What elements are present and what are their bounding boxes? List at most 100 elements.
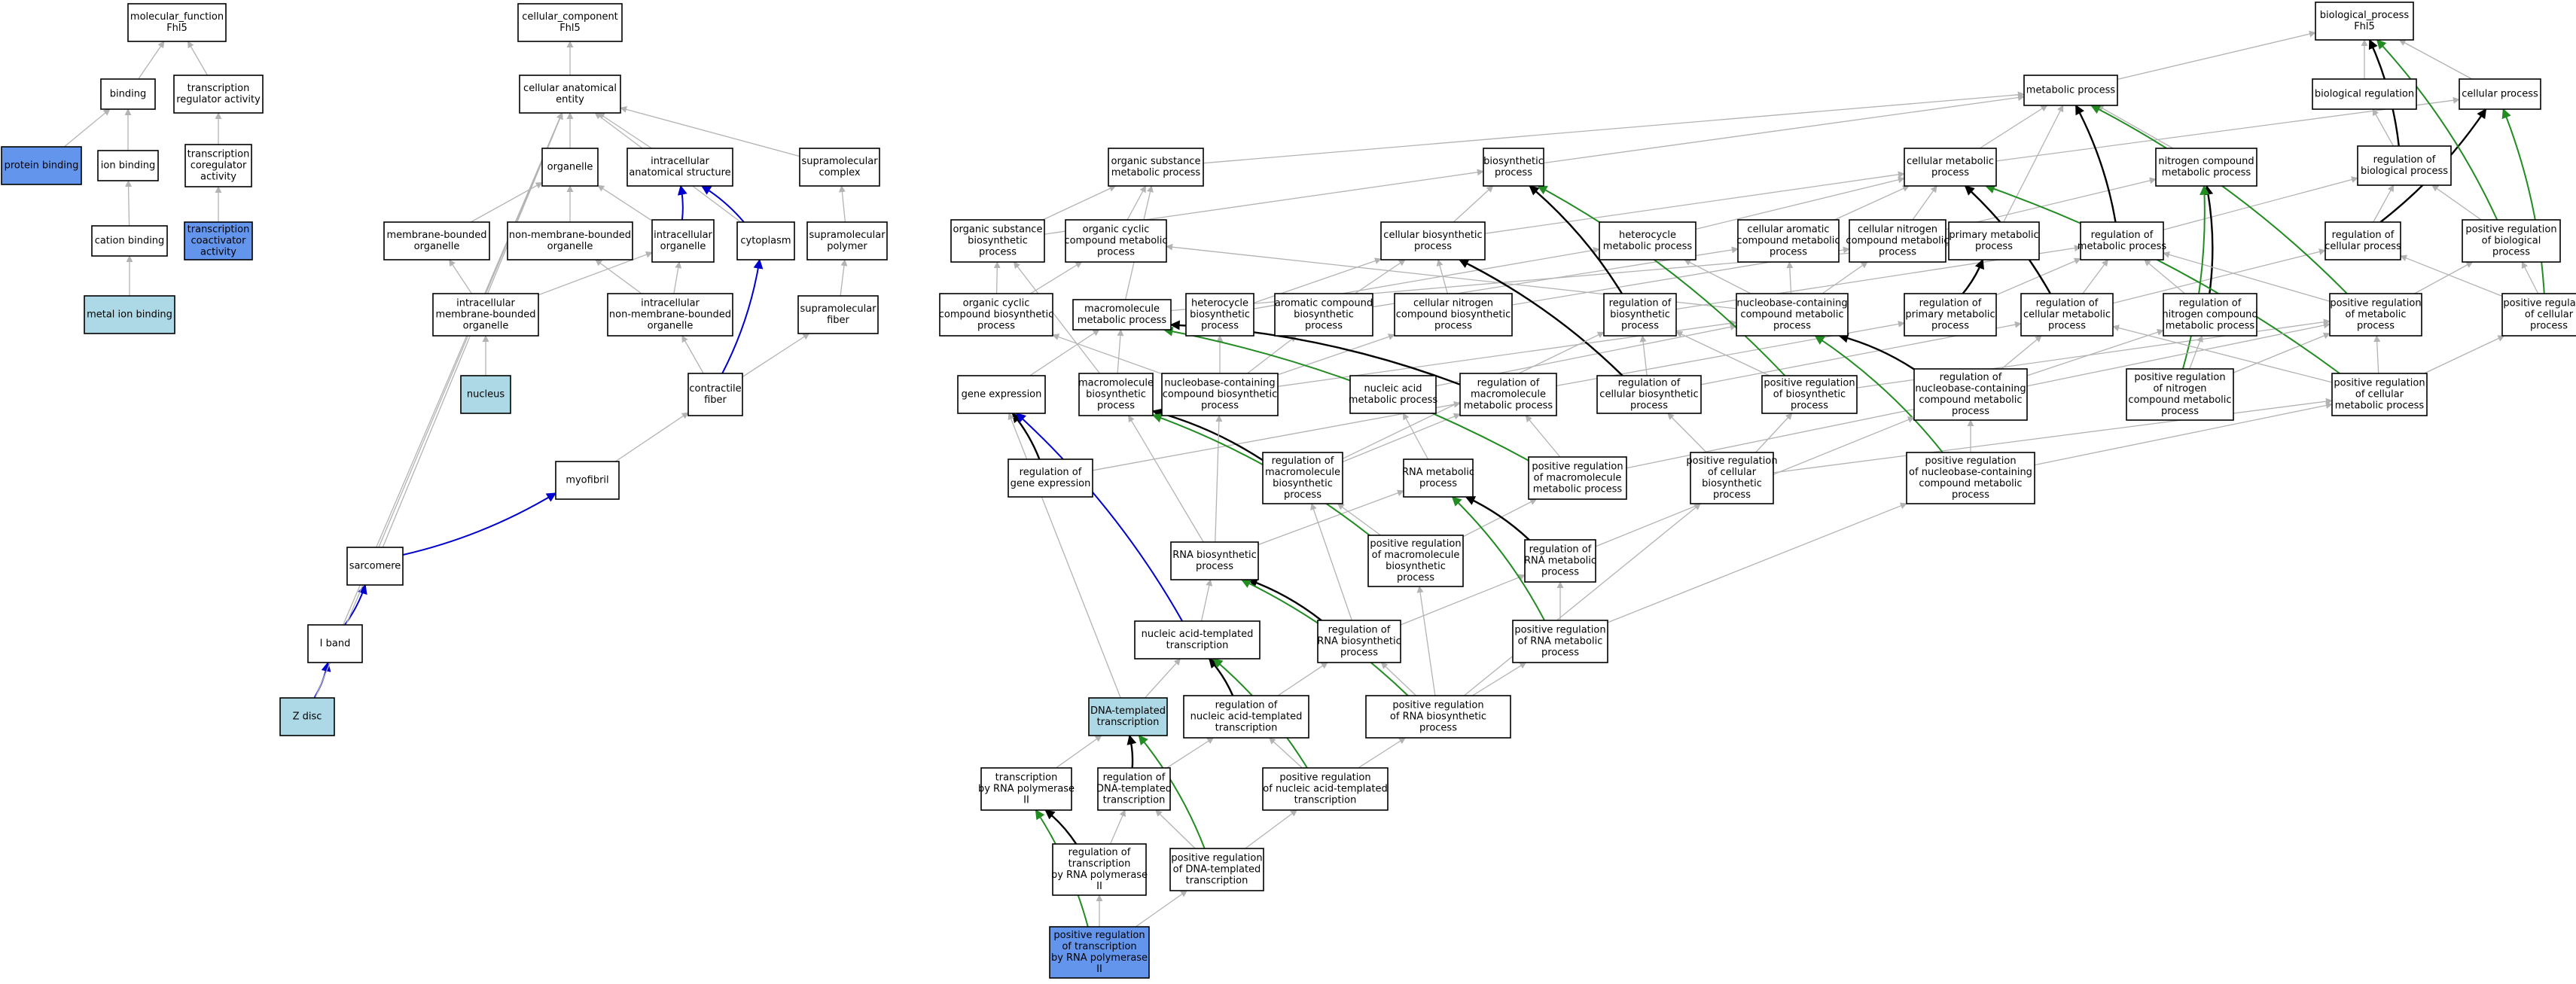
go-term-node-binding[interactable]: binding [100,78,156,110]
go-term-node-iband[interactable]: I band [307,624,363,663]
node-box [1761,375,1858,414]
go-term-node-cyto[interactable]: cytoplasm [736,221,795,260]
node-label-line: process [1541,567,1579,578]
node-label-line: positive regulation [2334,378,2425,389]
go-term-node-geneexp[interactable]: gene expression [957,375,1046,414]
go-term-node-protbind[interactable]: protein binding [1,146,82,185]
go-term-node-myofibril[interactable]: myofibril [555,461,620,500]
go-term-node-rnbcmp[interactable]: regulation ofnucleobase-containingcompou… [1913,368,2028,421]
edge-is-a-geneexp-to-mmp [1029,329,1100,376]
go-term-node-bioreg[interactable]: biological regulation [2312,78,2417,110]
go-term-node-nucleus[interactable]: nucleus [460,375,511,414]
go-term-node-cation[interactable]: cation binding [91,225,168,257]
go-term-node-inmbo[interactable]: intracellularnon-membrane-boundedorganel… [607,293,733,337]
go-term-node-ionbind[interactable]: ion binding [97,150,159,181]
go-term-node-sarcomere[interactable]: sarcomere [346,547,404,586]
edge-is-a-prcmp-to-prmp [2373,335,2381,374]
go-term-node-rmbp[interactable]: regulation ofmacromoleculebiosyntheticpr… [1262,452,1343,504]
edge-is-a-imbo-to-mbo [449,259,472,294]
go-term-node-metab[interactable]: metabolic process [2023,75,2118,106]
edge-is-a-rncmp-to-rmp [2144,259,2186,294]
go-term-node-organelle[interactable]: organelle [541,148,599,187]
node-label-line: RNA metabolic [1524,556,1596,567]
node-label-line: organelle [463,321,509,332]
go-term-node-zdisc[interactable]: Z disc [279,697,335,736]
go-term-node-metalion[interactable]: metal ion binding [84,295,175,334]
node-label-line: process [1630,401,1668,412]
go-term-node-cellproc[interactable]: cellular process [2459,78,2541,110]
